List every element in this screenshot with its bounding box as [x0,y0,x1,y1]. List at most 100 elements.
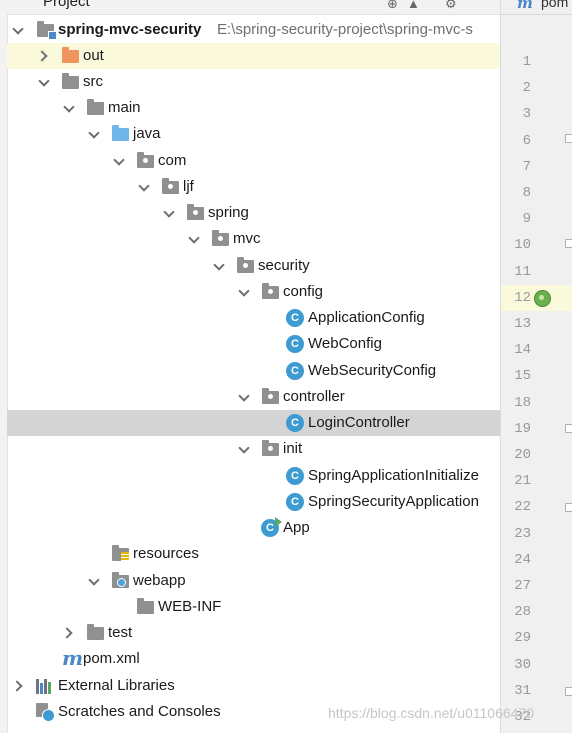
line-number: 12 [514,289,531,306]
tree-row-web-inf[interactable]: WEB-INF [7,594,500,620]
line-number: 32 [514,709,531,725]
tree-row-src[interactable]: src [7,69,500,95]
tree-row-web-config[interactable]: C WebConfig [7,331,500,357]
tree-row-out[interactable]: out [7,43,500,69]
project-tree: spring-mvc-security E:\spring-security-p… [7,14,500,733]
package-label: ljf [183,178,194,195]
resources-folder-icon [112,545,129,561]
package-icon [212,230,229,246]
tree-row-security[interactable]: security [7,253,500,279]
expand-arrow-icon[interactable] [162,200,178,226]
file-label: pom.xml [83,650,140,667]
package-icon [187,204,204,220]
spring-bean-gutter-icon[interactable] [534,290,551,307]
line-number: 27 [514,578,531,594]
tree-row-external-libraries[interactable]: External Libraries [7,673,500,699]
tree-row-app[interactable]: C App [7,515,500,541]
collapse-arrow-icon[interactable] [12,673,28,699]
line-number: 24 [514,551,531,568]
maven-icon: m [517,0,533,12]
fold-marker-icon[interactable] [565,503,572,512]
folder-label: resources [133,545,199,562]
expand-arrow-icon[interactable] [11,17,27,43]
source-folder-icon [112,125,129,141]
fold-marker-icon[interactable] [565,239,572,248]
collapse-arrow-icon[interactable] [37,43,53,69]
collapse-all-icon[interactable]: ▲ [407,0,420,11]
module-path: E:\spring-security-project\spring-mvc-s [217,21,473,38]
package-icon [262,440,279,456]
node-label: External Libraries [58,677,175,694]
fold-marker-icon[interactable] [565,134,572,143]
tree-row-application-config[interactable]: C ApplicationConfig [7,305,500,331]
tree-row-test[interactable]: test [7,620,500,646]
line-number: 13 [514,316,531,332]
tree-row-spring[interactable]: spring [7,200,500,226]
collapse-arrow-icon[interactable] [62,620,78,646]
tree-row-controller[interactable]: controller [7,384,500,410]
expand-arrow-icon[interactable] [237,384,253,410]
expand-arrow-icon[interactable] [87,568,103,594]
gear-icon[interactable]: ⚙ [445,0,457,11]
tree-row-resources[interactable]: resources [7,541,500,567]
line-number: 10 [514,237,531,254]
node-label: Scratches and Consoles [58,703,221,720]
line-number: 11 [514,263,531,280]
maven-icon: m [62,646,84,670]
expand-arrow-icon[interactable] [237,436,253,462]
expand-arrow-icon[interactable] [37,69,53,95]
expand-arrow-icon[interactable] [62,95,78,121]
project-panel-header: Project ⊕ ▲ ⚙ [7,0,500,15]
expand-arrow-icon[interactable] [137,174,153,200]
tree-row-java[interactable]: java [7,121,500,147]
line-number: 8 [522,185,531,201]
line-number: 30 [514,656,531,673]
line-number: 15 [514,368,531,385]
scroll-from-source-icon[interactable]: ⊕ [387,0,398,11]
line-number: 22 [514,499,531,516]
expand-arrow-icon[interactable] [87,121,103,147]
line-number: 19 [514,420,531,437]
class-label: SpringApplicationInitialize [308,467,479,484]
tree-row-init[interactable]: init [7,436,500,462]
watermark: https://blog.csdn.net/u011066470 [328,705,535,721]
tree-row-spring-security-application[interactable]: C SpringSecurityApplication [7,489,500,515]
tree-row-webapp[interactable]: webapp [7,568,500,594]
fold-marker-icon[interactable] [565,424,572,433]
expand-arrow-icon[interactable] [212,253,228,279]
folder-label: main [108,99,141,116]
tree-row-spring-application-initializer[interactable]: C SpringApplicationInitialize [7,463,500,489]
expand-arrow-icon[interactable] [187,226,203,252]
class-icon: C [286,309,304,327]
line-number: 14 [514,342,531,359]
package-label: security [258,257,310,274]
library-icon [36,679,54,694]
package-icon [162,178,179,194]
expand-arrow-icon[interactable] [112,148,128,174]
folder-icon [137,598,154,614]
fold-marker-icon[interactable] [565,687,572,696]
line-number: 20 [514,447,531,463]
package-label: controller [283,388,345,405]
tree-row-com[interactable]: com [7,148,500,174]
tree-row-pom[interactable]: m pom.xml [7,646,500,672]
tree-row-login-controller[interactable]: C LoginController [7,410,500,436]
folder-icon [87,99,104,115]
excluded-folder-icon [62,47,79,63]
editor-tab-label: pom [541,0,569,10]
tree-row-web-security-config[interactable]: C WebSecurityConfig [7,358,500,384]
line-number: 21 [514,473,531,490]
line-number: 3 [522,106,531,123]
tree-row-mvc[interactable]: mvc [7,226,500,252]
tree-row-root[interactable]: spring-mvc-security E:\spring-security-p… [7,17,500,43]
expand-arrow-icon[interactable] [237,279,253,305]
editor-tab-pom[interactable]: m pom [501,0,572,15]
module-folder-icon [37,21,57,40]
tree-row-main[interactable]: main [7,95,500,121]
tree-row-ljf[interactable]: ljf [7,174,500,200]
package-label: com [158,152,187,169]
package-icon [137,152,154,168]
tree-row-config[interactable]: config [7,279,500,305]
tree-row-scratches[interactable]: Scratches and Consoles [7,699,500,725]
